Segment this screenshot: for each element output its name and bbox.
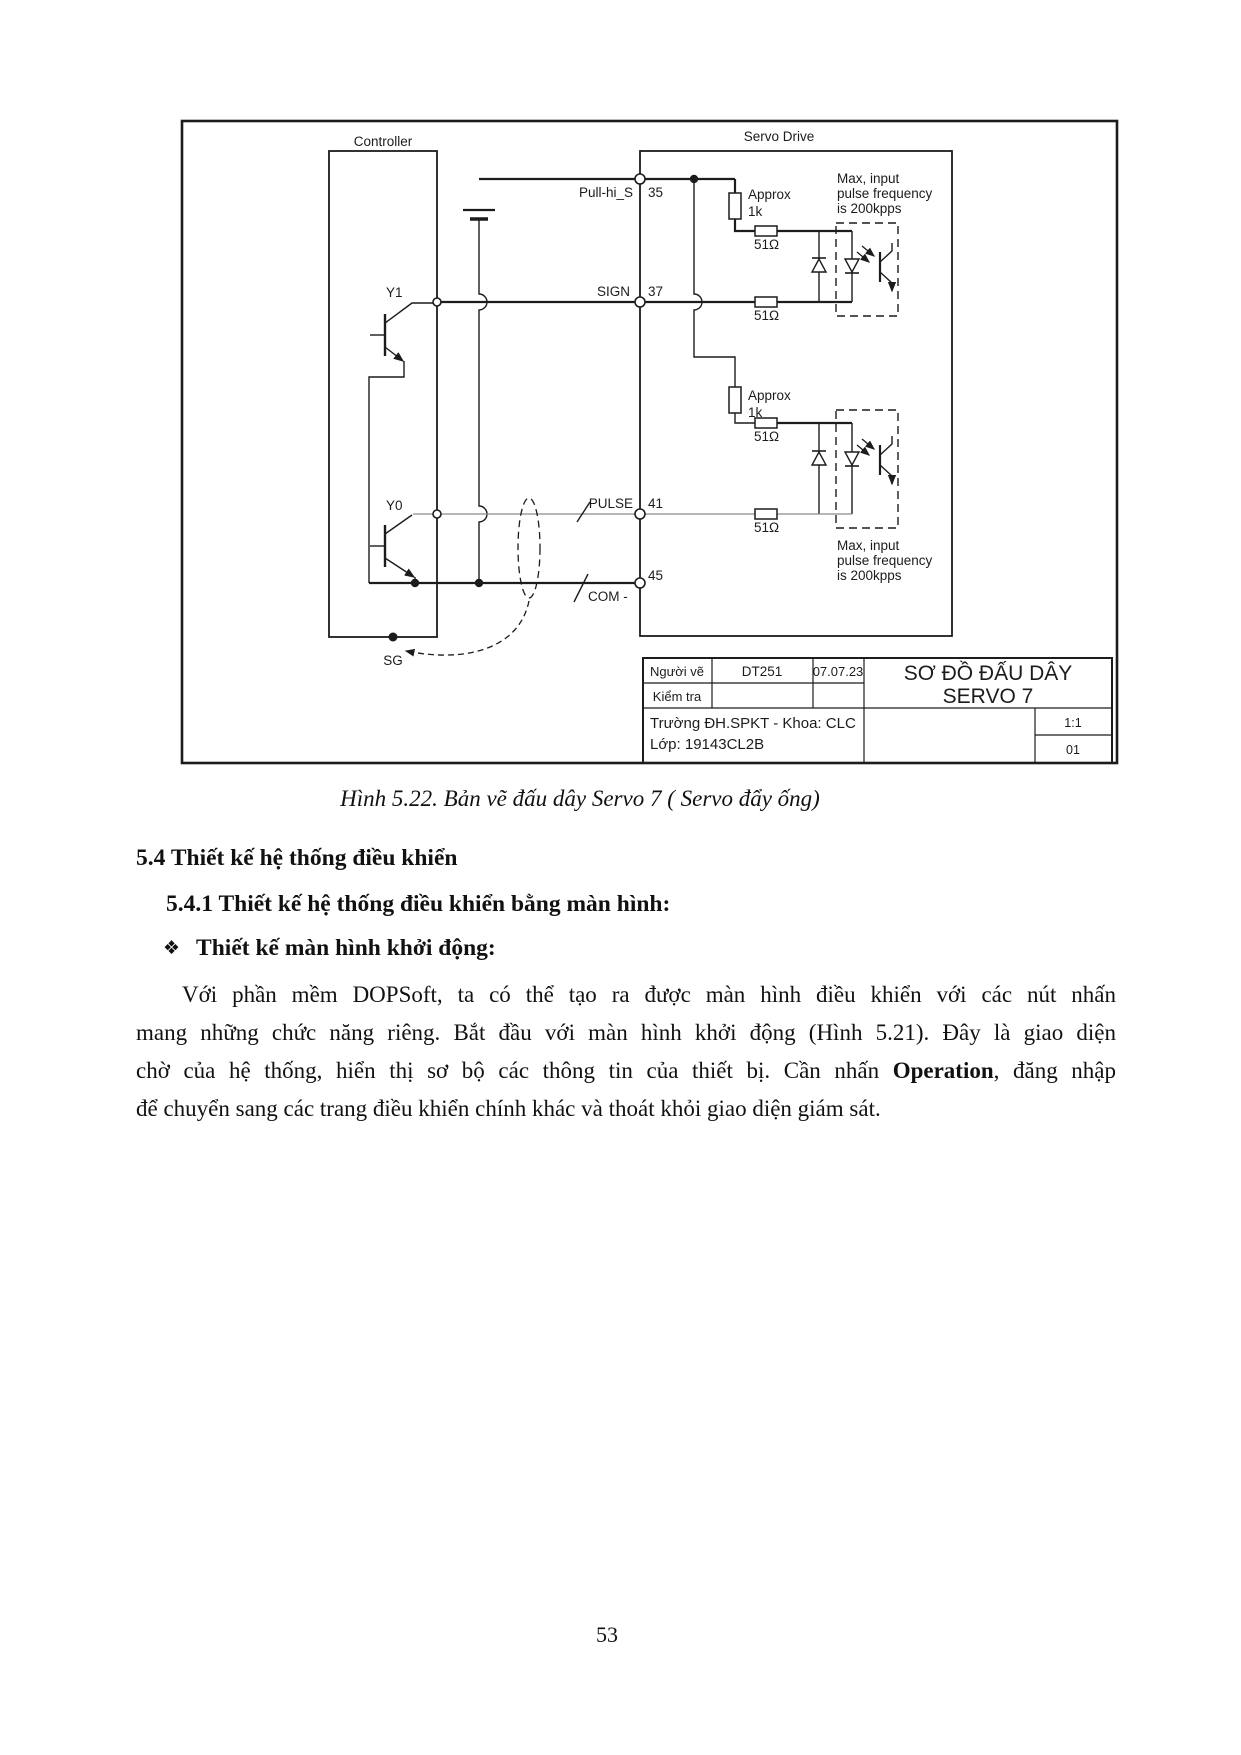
checked-by-label: Kiểm tra (653, 689, 702, 704)
pin-45 (634, 577, 646, 589)
resistor-51-1 (754, 225, 778, 237)
paragraph-line-2: mang những chức năng riêng. Bắt đầu với … (136, 1020, 1116, 1045)
pin37-label: SIGN (597, 284, 630, 299)
svg-text:Max, input: Max, input (837, 171, 900, 186)
pin35-number: 35 (648, 185, 663, 200)
date-value: 07.07.23 (813, 664, 864, 679)
r51-label-4: 51Ω (754, 520, 779, 535)
scale-value: 1:1 (1064, 716, 1081, 730)
bullet-item-label: Thiết kế màn hình khởi động: (196, 935, 496, 961)
resistor-1k-2 (728, 386, 742, 414)
y0-label: Y0 (386, 498, 403, 513)
approx-1k-label-2a: Approx (748, 388, 791, 403)
figure-caption: Hình 5.22. Bản vẽ đấu dây Servo 7 ( Serv… (340, 786, 820, 811)
approx-1k-label-1a: Approx (748, 187, 791, 202)
optocoupler-2-dashed-box (835, 409, 899, 529)
drawn-by-value: DT251 (742, 664, 783, 679)
cable-shield-ellipse (517, 497, 541, 599)
controller-pin-y1 (432, 297, 442, 307)
sheet-number: 01 (1066, 743, 1080, 757)
school-line1: Trường ĐH.SPKT - Khoa: CLC (650, 715, 856, 732)
pin35-label: Pull-hi_S (579, 185, 633, 200)
svg-text:pulse frequency: pulse frequency (837, 553, 933, 568)
controller-box-label: Controller (354, 134, 413, 149)
heading-5-4: 5.4 Thiết kế hệ thống điều khiển (136, 845, 458, 871)
pin-35 (634, 173, 646, 185)
sg-label: SG (383, 653, 403, 668)
school-line2: Lớp: 19143CL2B (650, 736, 764, 753)
bullet-item: ❖ Thiết kế màn hình khởi động: (163, 933, 496, 963)
servo-wiring-diagram: Controller Servo Drive (180, 119, 1119, 765)
pin-37 (634, 296, 646, 308)
optocoupler-2 (810, 436, 897, 486)
drawing-title-line2: SERVO 7 (943, 685, 1034, 708)
clamp-diode-icon (810, 450, 828, 466)
servo-drive-box-label: Servo Drive (744, 129, 815, 144)
servo-drive-box (639, 150, 953, 637)
approx-1k-label-1b: 1k (748, 204, 763, 219)
led-icon (843, 258, 861, 274)
svg-text:is 200kpps: is 200kpps (837, 201, 902, 216)
resistors (728, 192, 778, 520)
svg-text:pulse frequency: pulse frequency (837, 186, 933, 201)
cable-break-marks (573, 501, 591, 603)
battery-symbol (463, 208, 495, 221)
sg-terminal-dot (388, 632, 398, 642)
svg-text:Max, input: Max, input (837, 538, 900, 553)
sg-shield-arrow (404, 600, 530, 657)
controller-box (328, 150, 438, 638)
max-note-top: Max, input pulse frequency is 200kpps (837, 171, 933, 216)
page-number: 53 (596, 1622, 618, 1647)
paragraph-line-4: để chuyển sang các trang điều khiển chín… (136, 1096, 881, 1121)
resistor-51-3 (754, 417, 778, 429)
led-icon (843, 451, 861, 467)
transistor-y1 (370, 302, 433, 362)
heading-5-4-1: 5.4.1 Thiết kế hệ thống điều khiển bằng … (166, 891, 671, 917)
r51-label-1: 51Ω (754, 237, 779, 252)
svg-text:is 200kpps: is 200kpps (837, 568, 902, 583)
junction-dots (388, 174, 699, 642)
pin45-label: COM - (588, 589, 628, 604)
pin41-number: 41 (648, 496, 663, 511)
drawn-by-label: Người vẽ (650, 664, 704, 679)
r51-label-3: 51Ω (754, 429, 779, 444)
r51-label-2: 51Ω (754, 308, 779, 323)
optocoupler-1-dashed-box (835, 222, 899, 317)
optocoupler-1 (810, 243, 897, 293)
pin45-number: 45 (648, 568, 663, 583)
body-paragraph: Với phần mềm DOPSoft, ta có thể tạo ra đ… (136, 976, 1116, 1128)
transistor-y0 (370, 514, 416, 578)
resistor-51-2 (754, 296, 778, 308)
paragraph-line-1: Với phần mềm DOPSoft, ta có thể tạo ra đ… (182, 982, 1116, 1007)
title-block: Người vẽ DT251 07.07.23 Kiểm tra SƠ ĐỒ Đ… (642, 657, 1113, 764)
pin41-label: PULSE (589, 496, 633, 511)
secondary-wires (368, 179, 853, 583)
diamond-bullet-icon: ❖ (163, 937, 181, 959)
pin37-number: 37 (648, 284, 663, 299)
supply-wire (478, 219, 488, 583)
controller-pin-y0 (432, 509, 442, 519)
pin-41 (634, 508, 646, 520)
max-note-bottom: Max, input pulse frequency is 200kpps (837, 538, 933, 583)
drawing-title-line1: SƠ ĐỒ ĐẤU DÂY (904, 661, 1073, 685)
clamp-diode-icon (810, 257, 828, 273)
terminal-pins (432, 173, 646, 589)
approx-1k-label-2b: 1k (748, 405, 763, 420)
operation-bold-text: Operation (892, 1058, 994, 1083)
paragraph-line-3: chờ của hệ thống, hiển thị sơ bộ các thô… (136, 1058, 1117, 1083)
branch-wire (693, 179, 736, 387)
resistor-1k-1 (728, 192, 742, 220)
y1-label: Y1 (386, 285, 403, 300)
y1-emitter-wire (368, 361, 405, 583)
signal-wires (369, 177, 852, 585)
resistor-51-4 (754, 508, 778, 520)
